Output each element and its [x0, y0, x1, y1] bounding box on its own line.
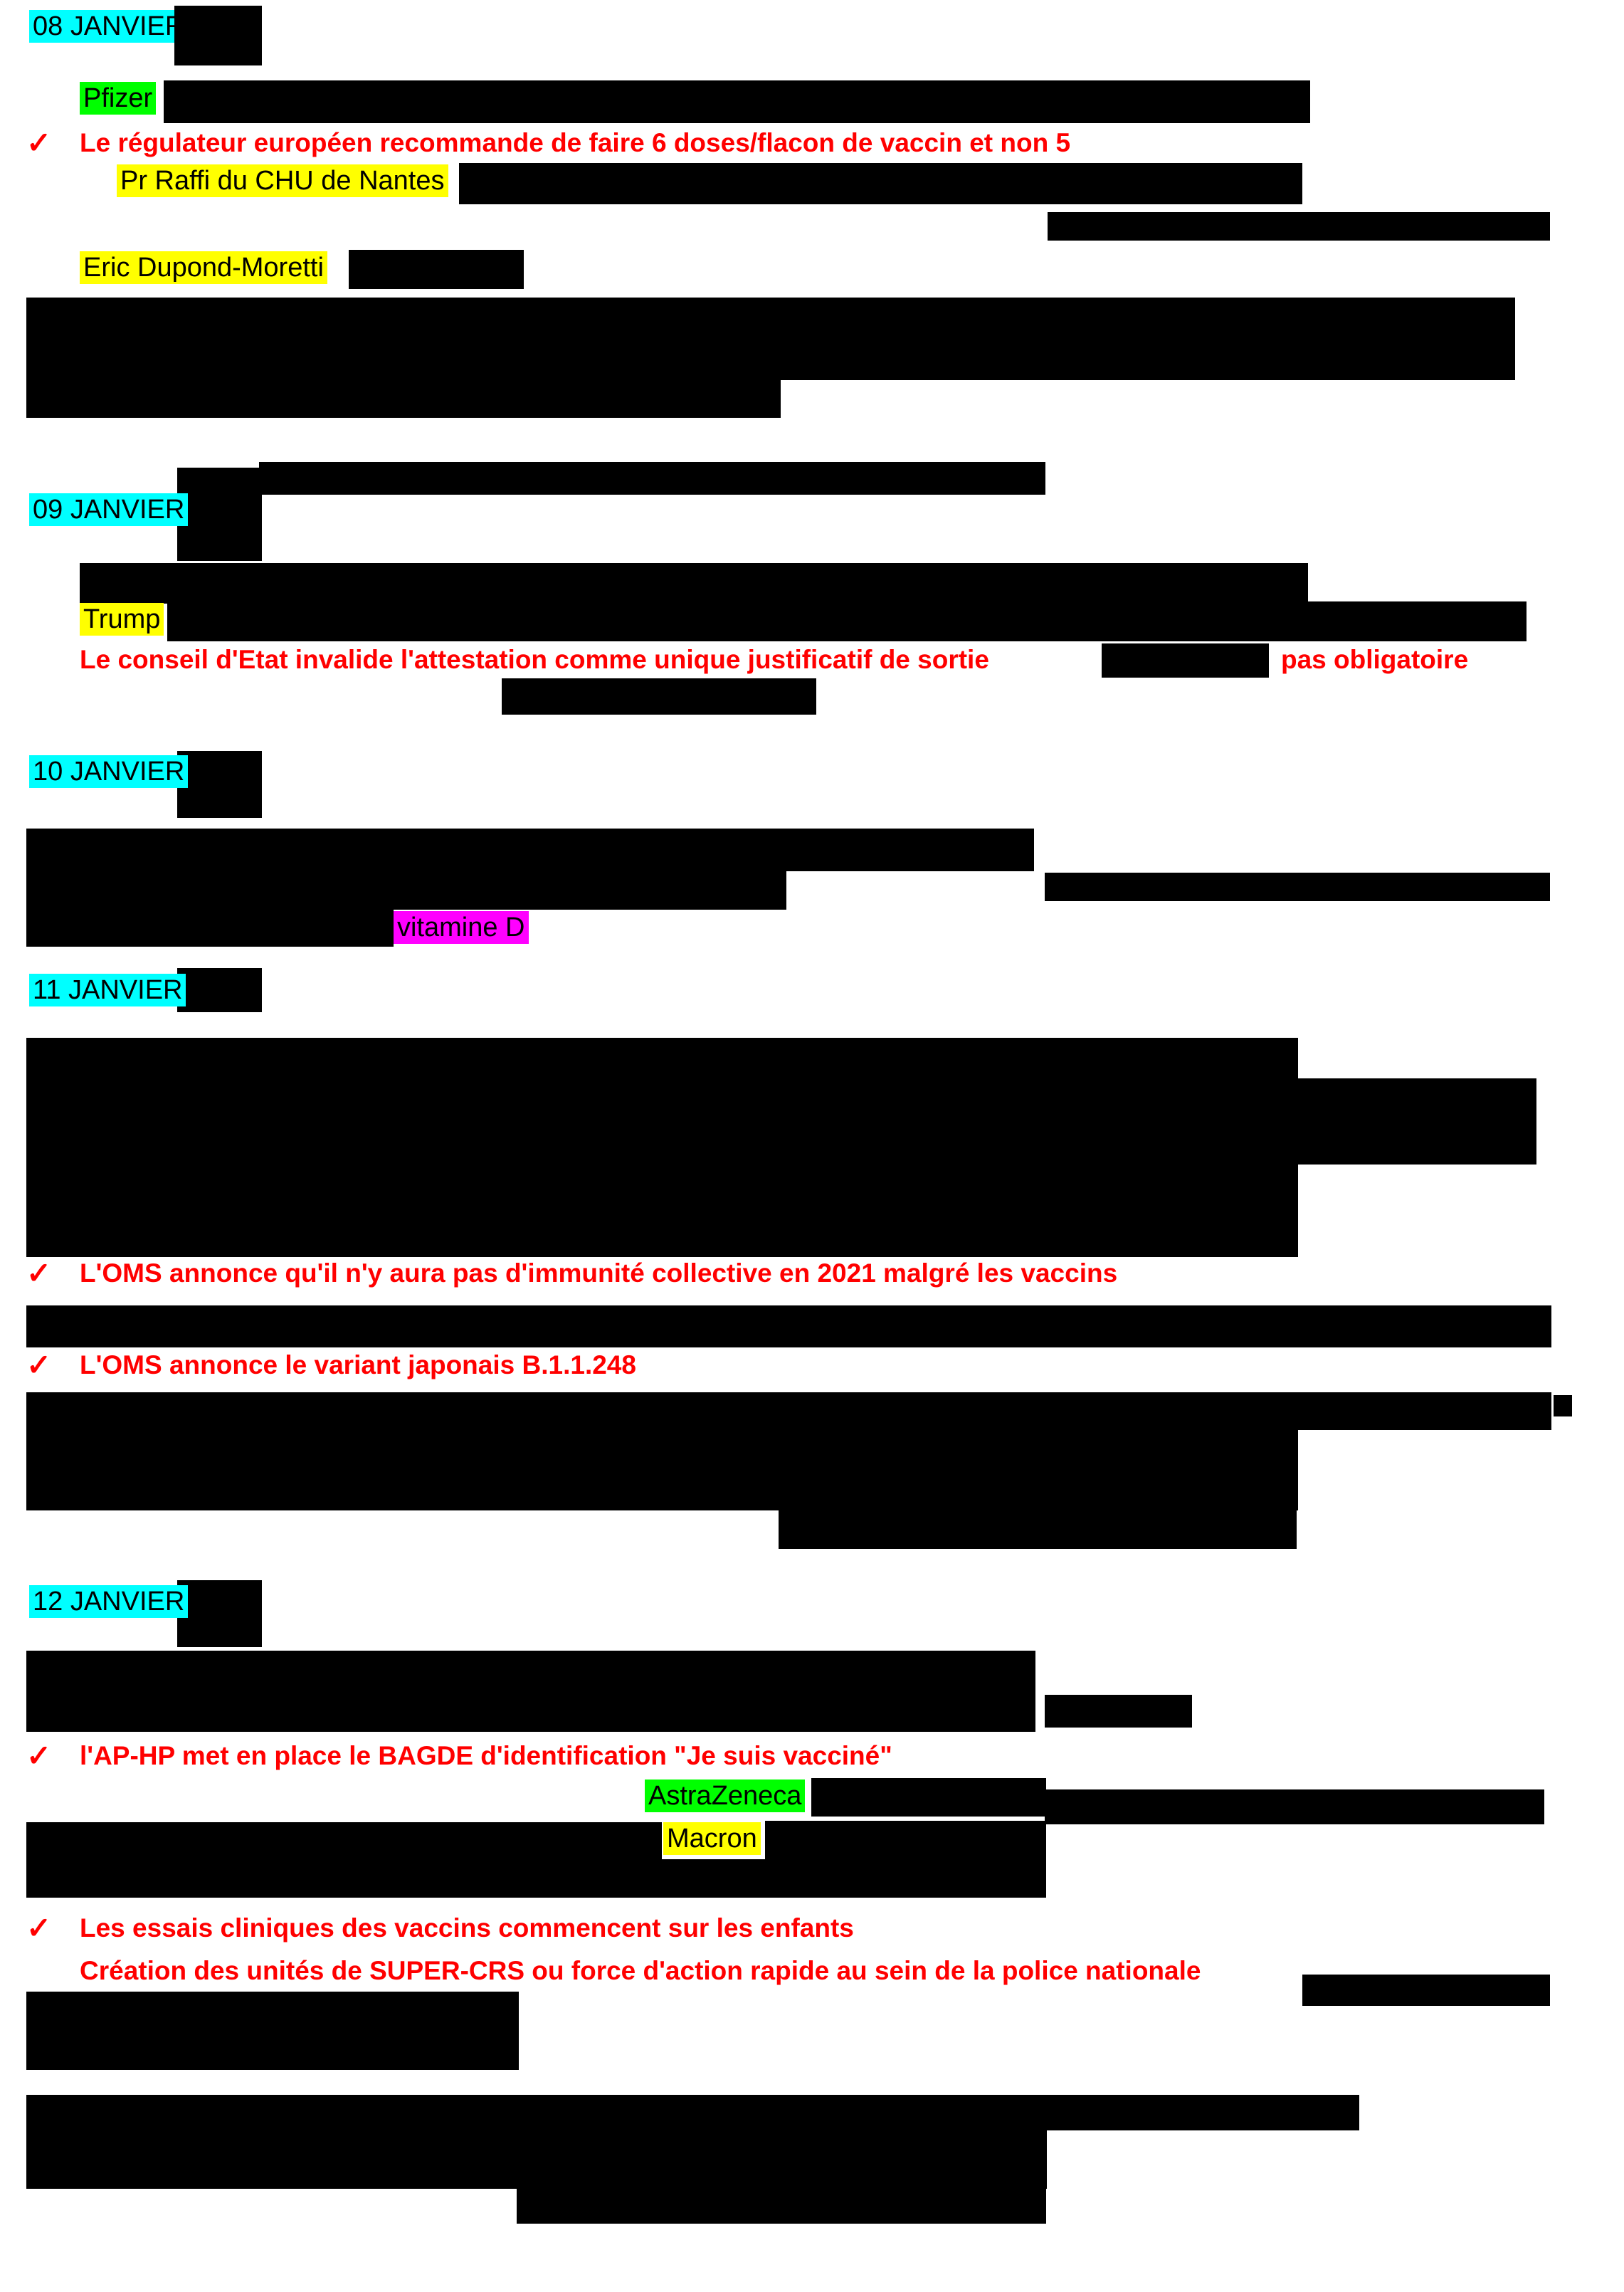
redaction-block: [174, 6, 262, 65]
red-note-oms-immunite: L'OMS annonce qu'il n'y aura pas d'immun…: [80, 1258, 1118, 1288]
redaction-block: [517, 2187, 1046, 2224]
red-note-oms-variant: L'OMS annonce le variant japonais B.1.1.…: [80, 1350, 636, 1379]
redaction-block: [26, 1822, 662, 1860]
redaction-block: [177, 968, 262, 1012]
redaction-block: [779, 1510, 1297, 1549]
redaction-block: [1302, 1975, 1550, 2006]
date-heading-10-janvier: 10 JANVIER: [29, 755, 189, 788]
highlight-astrazeneca: AstraZeneca: [645, 1780, 806, 1812]
redaction-block: [80, 563, 1308, 604]
checkmark-icon: ✓: [26, 1256, 52, 1290]
highlight-raffi: Pr Raffi du CHU de Nantes: [117, 164, 448, 197]
redaction-block: [26, 829, 1034, 871]
highlight-pfizer: Pfizer: [80, 82, 157, 115]
redaction-block: [164, 80, 1310, 123]
red-note-conseil-etat: Le conseil d'Etat invalide l'attestation…: [80, 645, 989, 674]
redaction-block: [1045, 1789, 1544, 1824]
redaction-block: [26, 1038, 1298, 1078]
redaction-block: [26, 1305, 1551, 1347]
highlight-macron: Macron: [663, 1822, 761, 1855]
redaction-block: [1554, 1395, 1572, 1416]
red-note-doses: Le régulateur européen recommande de fai…: [80, 128, 1071, 157]
date-heading-08-janvier: 08 JANVIER: [29, 10, 189, 43]
redaction-block: [459, 163, 1302, 204]
date-heading-12-janvier: 12 JANVIER: [29, 1585, 189, 1618]
redaction-block: [1045, 1695, 1192, 1728]
redaction-block: [26, 1392, 1551, 1430]
redaction-block: [177, 1580, 262, 1647]
redaction-block: [26, 1078, 1536, 1165]
checkmark-icon: ✓: [26, 1911, 52, 1945]
highlight-vitamine-d: vitamine D: [394, 911, 529, 944]
checkmark-icon: ✓: [26, 1739, 52, 1772]
red-note-pas-obligatoire: pas obligatoire: [1281, 645, 1469, 674]
date-heading-11-janvier: 11 JANVIER: [29, 974, 186, 1006]
redaction-block: [177, 468, 262, 561]
redaction-block: [1102, 643, 1269, 678]
redaction-block: [177, 751, 262, 818]
redaction-block: [26, 1992, 519, 2070]
redaction-block: [26, 298, 1515, 380]
redaction-block: [26, 871, 786, 910]
checkmark-icon: ✓: [26, 126, 52, 159]
redaction-block: [26, 1651, 1035, 1732]
redaction-block: [765, 1821, 1046, 1860]
redaction-block: [26, 2095, 261, 2189]
redaction-block: [167, 601, 1527, 641]
redaction-block: [26, 910, 394, 947]
redaction-block: [26, 380, 781, 418]
red-note-essais-enfants: Les essais cliniques des vaccins commenc…: [80, 1913, 854, 1943]
redaction-block: [502, 678, 816, 715]
date-heading-09-janvier: 09 JANVIER: [29, 493, 189, 526]
red-note-aphp-badge: l'AP-HP met en place le BAGDE d'identifi…: [80, 1741, 892, 1770]
red-note-super-crs: Création des unités de SUPER-CRS ou forc…: [80, 1956, 1201, 1985]
checkmark-icon: ✓: [26, 1348, 52, 1382]
redaction-block: [811, 1778, 1046, 1817]
redaction-block: [1045, 873, 1550, 901]
redaction-block: [259, 462, 1045, 495]
redaction-block: [349, 250, 524, 289]
redaction-block: [260, 2095, 1359, 2130]
redaction-block: [1048, 212, 1550, 241]
redaction-block: [260, 2130, 1047, 2189]
redaction-block: [26, 1165, 1298, 1257]
highlight-trump: Trump: [80, 603, 164, 636]
redaction-block: [26, 1859, 1046, 1898]
redaction-block: [26, 1430, 1298, 1510]
highlight-moretti: Eric Dupond-Moretti: [80, 251, 327, 284]
